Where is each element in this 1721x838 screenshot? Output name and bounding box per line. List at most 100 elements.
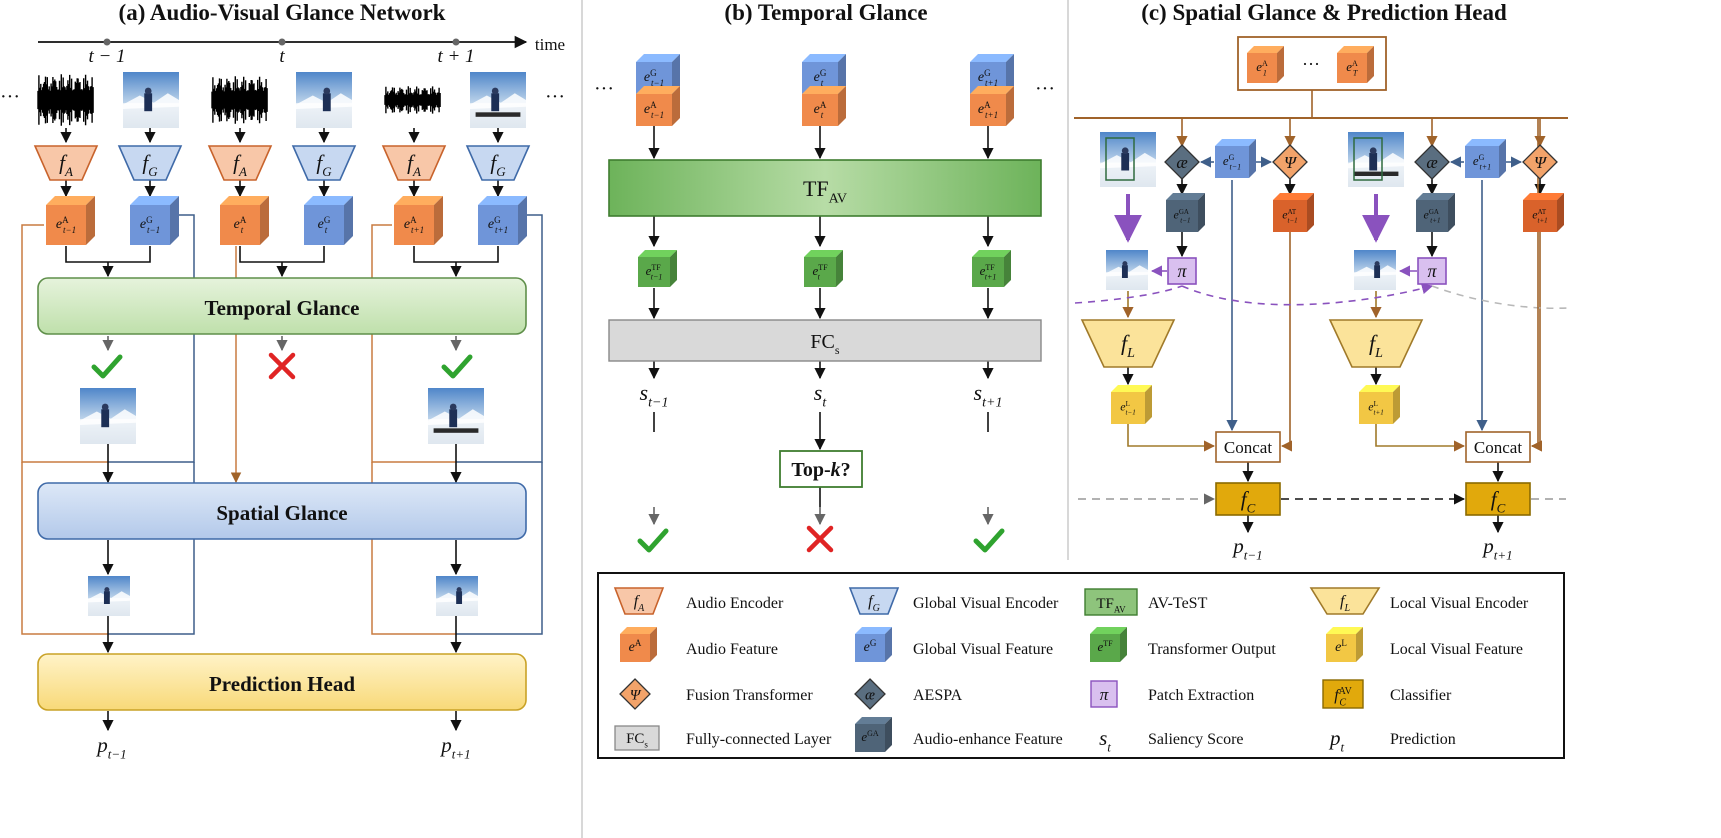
trapezoid-shape <box>1080 319 1176 368</box>
cross-strokes <box>806 525 834 553</box>
cube-front <box>1523 200 1557 232</box>
diamond-shape <box>1522 144 1558 180</box>
legend-label: Classifier <box>1390 687 1452 704</box>
diamond-shape <box>854 678 886 710</box>
cube-side <box>885 627 892 662</box>
thumb-skier <box>101 409 110 428</box>
audio-feature-cube <box>394 196 443 245</box>
cube-side <box>1448 193 1455 232</box>
audio-feature-cube <box>1247 46 1284 83</box>
cube-side <box>170 196 179 245</box>
legend-label: Saliency Score <box>1148 731 1244 748</box>
thumb-head <box>1121 147 1129 155</box>
audio-encoder <box>33 145 99 181</box>
feature-label: eGA <box>861 729 879 744</box>
global-feature-cube <box>1465 139 1506 178</box>
thumb-head <box>491 87 499 95</box>
waveform-bars <box>37 74 94 126</box>
cube-top <box>1090 627 1127 634</box>
saliency-score: st−1 <box>640 380 669 411</box>
cube-top <box>1326 627 1363 634</box>
cube-top <box>46 196 95 205</box>
transformer-output-cube <box>638 250 677 287</box>
cube-top <box>1166 193 1205 200</box>
audio-waveform-t <box>211 76 268 124</box>
thumb-mountain <box>1100 152 1156 169</box>
text-layer: (a) Audio-Visual Glance Network(b) Tempo… <box>0 0 1548 761</box>
transformer-output-cube <box>804 250 843 287</box>
cube-top <box>636 54 680 62</box>
global-frame-thumb <box>1348 132 1404 187</box>
thumb-skier <box>449 409 458 428</box>
thumb-skier <box>103 591 110 604</box>
cube-front <box>1247 53 1277 83</box>
classifier-box <box>1465 482 1531 516</box>
fusion-output-cube <box>1523 193 1564 232</box>
classifier-label: fC <box>1491 487 1506 515</box>
audio-feature-cube <box>46 196 95 245</box>
cube-top <box>1359 385 1400 392</box>
cube-front <box>304 205 344 245</box>
b-selected-check-t+1 <box>973 528 1005 553</box>
diamond-shape <box>1272 144 1308 180</box>
cube-front <box>220 205 260 245</box>
cube-side <box>1277 46 1284 83</box>
thumb-head <box>1122 261 1128 267</box>
legend-label: Transformer Output <box>1148 641 1276 658</box>
legend-label: Global Visual Feature <box>913 641 1053 658</box>
thumb-board <box>475 112 521 117</box>
skip-line-audio-t+1 <box>371 224 456 463</box>
skip-line-audio-t-1 <box>21 224 108 463</box>
thumb-skier <box>1374 265 1381 278</box>
cube-side <box>1557 193 1564 232</box>
encoder-label: fA <box>407 151 421 179</box>
cube-front <box>1215 146 1249 178</box>
thumb-board <box>433 428 479 433</box>
encoder-label: fA <box>59 151 73 179</box>
thumb-skier <box>1121 152 1130 171</box>
spatial-glance-block <box>37 482 527 540</box>
classifier-label: fC <box>1241 487 1256 515</box>
cube-top <box>1523 193 1564 200</box>
fusion-output-cube <box>1273 193 1314 232</box>
cube-side <box>1393 385 1400 424</box>
thumb-mountain <box>1354 265 1396 277</box>
patch-thumb-t-1 <box>88 576 130 616</box>
cube-top <box>1111 385 1152 392</box>
patch-bounding-box <box>1105 137 1135 181</box>
encoder-label: fA <box>233 151 247 179</box>
thumb-head <box>144 87 152 95</box>
skip-line-global-t-1 <box>108 214 195 463</box>
audio-waveform-t+1 <box>384 86 441 114</box>
cube-side <box>1120 627 1127 662</box>
cube-front <box>1326 634 1356 662</box>
global-frame-thumb <box>1100 132 1156 187</box>
thumb-mountain <box>428 409 484 425</box>
patch-dashed-curve <box>1431 285 1569 310</box>
legend-label: Local Visual Feature <box>1390 641 1523 658</box>
trapezoid-shape <box>465 145 531 181</box>
legend-ga-feature-symbol <box>855 717 892 752</box>
connector-lines <box>21 0 1569 838</box>
cube-front <box>638 257 670 287</box>
cube-front <box>394 205 434 245</box>
cube-front <box>1111 392 1145 424</box>
c-prediction-output: pt−1 <box>1231 534 1262 562</box>
fc-s-block <box>608 319 1042 362</box>
temporal-glance-label: Temporal Glance <box>205 296 360 320</box>
audio-feature-cube <box>802 86 846 126</box>
patch-extraction-symbol: π <box>1427 261 1437 281</box>
trapezoid-shape <box>1328 319 1424 368</box>
local-feature-cube <box>1359 385 1400 424</box>
b-rejected-cross-t <box>806 525 834 553</box>
cube-side <box>836 250 843 287</box>
thumb-skier <box>491 93 500 112</box>
legend-audio-encoder-symbol <box>613 587 665 615</box>
